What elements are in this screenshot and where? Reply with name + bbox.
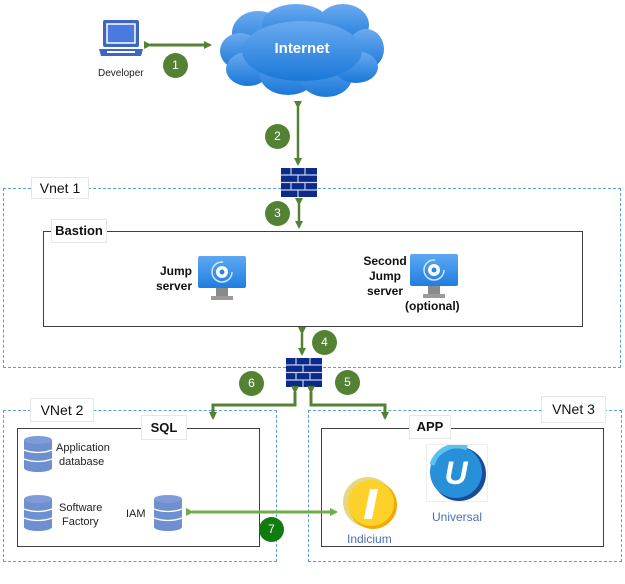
jump-server-label-line1: Jump: [159, 264, 192, 278]
virtual-machine-icon: [198, 256, 246, 300]
bastion-box: [43, 231, 583, 327]
sql-label: SQL: [141, 415, 187, 440]
laptop-icon: [99, 20, 143, 56]
db-iam-label: IAM: [126, 508, 146, 520]
second-jump-server-vm: [409, 254, 459, 300]
second-jump-server-label-line3: server: [366, 284, 404, 298]
step-badge-1: 1: [163, 53, 188, 78]
developer-label: Developer: [98, 68, 144, 79]
step-badge-7: 7: [259, 517, 284, 542]
vnet2-label: VNet 2: [30, 398, 94, 422]
app-label: APP: [409, 415, 451, 439]
jump-server-label-line2: server: [155, 279, 192, 293]
firewall-bottom: [286, 358, 322, 387]
indicium-logo-icon: [343, 477, 397, 529]
step-badge-3: 3: [265, 201, 290, 226]
developer-laptop: [98, 18, 144, 58]
step-badge-2: 2: [265, 124, 290, 149]
step-badge-5: 5: [335, 370, 360, 395]
universal-logo: U: [426, 443, 488, 502]
vnet2-container: [3, 410, 277, 562]
db-iam: [153, 495, 183, 531]
db-application: [23, 436, 53, 472]
indicium-label: Indicium: [347, 532, 392, 546]
internet-cloud: [218, 3, 386, 99]
indicium-logo: [340, 475, 398, 531]
internet-label: Internet: [274, 40, 330, 57]
db-software-factory-label: Software Factory: [59, 501, 102, 529]
vnet3-container: [308, 410, 622, 562]
vnet1-label: Vnet 1: [31, 177, 89, 199]
db-software-factory-line1: Software: [59, 502, 103, 514]
second-jump-server-label-line2: Jump: [368, 269, 401, 283]
virtual-machine-icon: [410, 254, 458, 298]
database-icon: [153, 495, 183, 531]
universal-label: Universal: [432, 510, 483, 524]
database-icon: [23, 495, 53, 531]
bastion-label: Bastion: [51, 219, 107, 243]
db-software-factory: [23, 495, 53, 531]
step-badge-4: 4: [312, 330, 337, 355]
second-jump-server-label: Second Jump server: [360, 254, 410, 299]
second-jump-server-label-line1: Second: [363, 254, 407, 268]
vnet3-label: VNet 3: [541, 396, 606, 423]
svg-text:U: U: [444, 455, 468, 491]
db-application-label: Application database: [56, 441, 110, 469]
firewall-top: [281, 168, 317, 197]
jump-server-label: Jump server: [150, 264, 192, 294]
firewall-icon: [281, 168, 317, 197]
db-application-line1: Application: [56, 442, 110, 454]
cloud-icon: [220, 4, 384, 97]
step-badge-6: 6: [239, 371, 264, 396]
firewall-icon: [286, 358, 322, 387]
db-software-factory-line2: Factory: [62, 516, 99, 528]
database-icon: [23, 436, 53, 472]
db-application-line2: database: [59, 456, 105, 468]
sql-box: [17, 428, 260, 547]
jump-server-vm: [197, 256, 247, 302]
universal-logo-icon: U: [429, 443, 486, 501]
second-jump-server-note: (optional): [405, 299, 460, 313]
